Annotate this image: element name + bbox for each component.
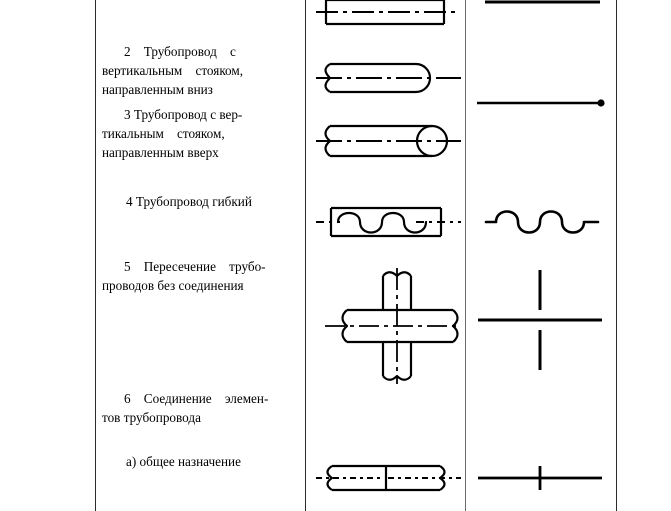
table-rule-col2 [305,0,306,511]
table-rule-col3 [465,0,466,511]
schematic-symbol-line-with-dot [477,96,607,110]
row-3-description-line-3: направленным вверх [102,145,219,160]
row-3-description-line-2: тикальным стояком, [102,126,225,141]
detailed-symbol-pipe-riser-down [316,56,461,100]
row-6-description: 6 Соединение элемен- тов трубопровода [102,389,298,427]
row-4-description: 4 Трубопровод гибкий [102,192,298,211]
table-rule-left [95,0,96,511]
detailed-symbol-pipe-flexible [316,198,461,246]
table-rule-right [616,0,617,511]
row-6-description-line-2: тов трубопровода [102,410,201,425]
schematic-symbol-cross-no-connection [478,264,606,376]
schematic-symbol-plain-line [485,0,600,7]
description-column: 2 Трубопровод с вертикальным стояком, на… [96,0,304,511]
schematic-symbol-line-with-tick [478,462,606,494]
row-2-description: 2 Трубопровод с вертикальным стояком, на… [102,42,298,99]
row-2-description-line-1: 2 Трубопровод с [124,44,236,59]
row-5-description-line-2: проводов без соединения [102,278,244,293]
row-5-description-line-1: 5 Пересечение трубо- [124,259,266,274]
detailed-symbol-pipe-riser-up [316,117,461,165]
detailed-symbol-pipe-straight [316,0,456,32]
row-5-description: 5 Пересечение трубо- проводов без соедин… [102,257,298,295]
row-2-description-line-3: направленным вниз [102,82,213,97]
detailed-symbol-pipes-crossing [325,262,461,390]
detailed-symbol-pipe-joint [316,456,461,500]
row-2-description-line-2: вертикальным стояком, [102,63,244,78]
row-6a-description-line-1: а) общее назначение [126,454,241,469]
row-3-description-line-1: 3 Трубопровод с вер- [124,107,243,122]
schematic-symbol-wavy-line [484,200,600,244]
row-6a-description: а) общее назначение [102,452,298,471]
row-6-description-line-1: 6 Соединение элемен- [124,391,269,406]
row-4-description-line-1: 4 Трубопровод гибкий [126,194,252,209]
row-3-description: 3 Трубопровод с вер- тикальным стояком, … [102,105,298,162]
